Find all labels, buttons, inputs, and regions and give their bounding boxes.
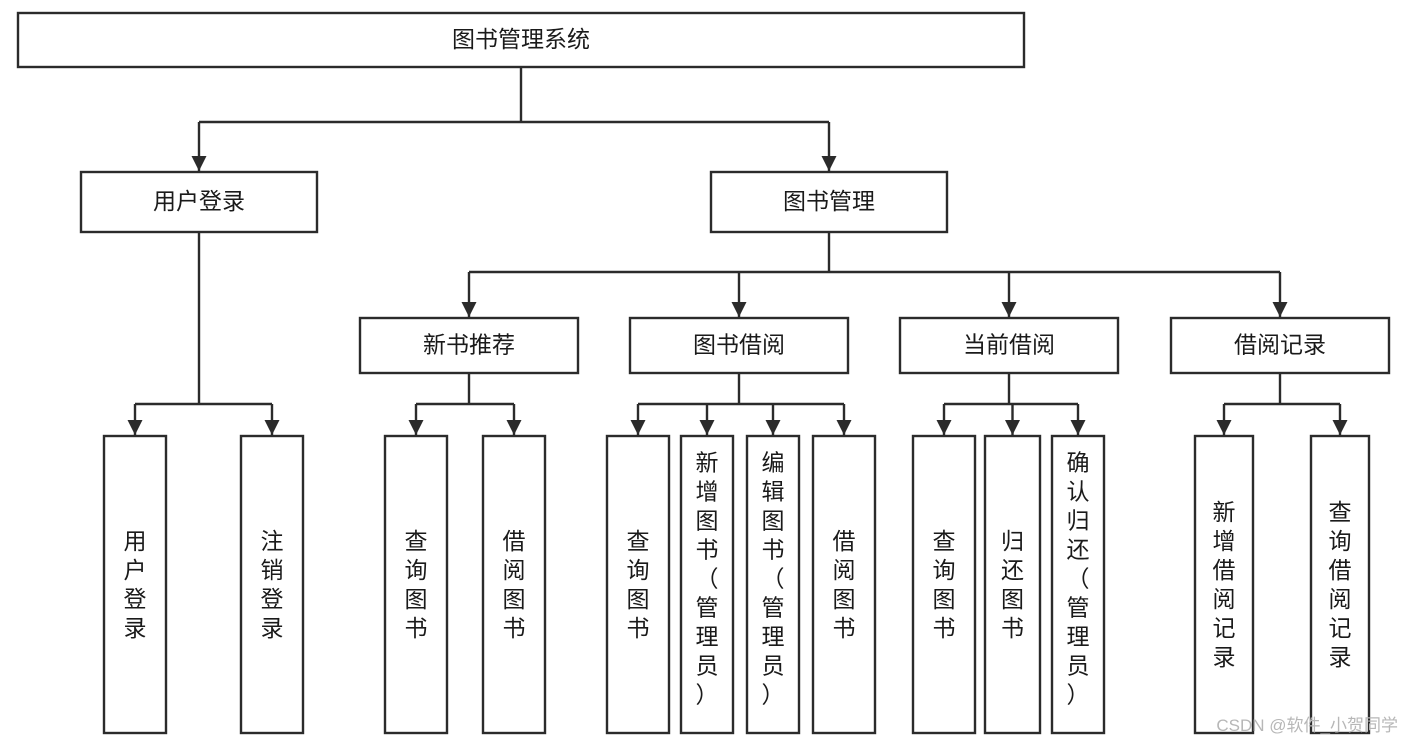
node-label-leaf-query-book-2: 查询图书 [627,528,650,641]
node-leaf-user-login[interactable]: 用户登录 [102,434,168,735]
node-label-book-manage: 图书管理 [783,188,875,214]
node-label-leaf-user-login: 用户登录 [124,528,147,641]
node-label-leaf-add-book-admin: 新增图书（管理员） [696,450,719,708]
node-box-leaf-query-book-3[interactable] [911,434,977,735]
node-label-leaf-edit-book-admin: 编辑图书（管理员） [762,450,785,708]
arrow-head-icon [836,420,852,435]
arrow-head-icon [1070,420,1086,435]
node-user-login[interactable]: 用户登录 [79,170,319,234]
node-box-leaf-query-book-1[interactable] [383,434,449,735]
node-label-leaf-query-borrow-record: 查询借阅记录 [1329,499,1352,670]
arrow-head-icon [699,420,715,435]
node-label-book-borrow: 图书借阅 [693,332,785,358]
node-label-new-book-rec: 新书推荐 [423,332,515,358]
arrow-head-icon [1005,420,1020,435]
node-leaf-borrow-book-2[interactable]: 借阅图书 [811,434,877,735]
arrow-head-icon [731,302,747,317]
node-label-leaf-query-book-3: 查询图书 [933,528,956,641]
node-leaf-borrow-book-1[interactable]: 借阅图书 [481,434,547,735]
node-leaf-add-book-admin[interactable]: 新增图书（管理员） [679,434,735,735]
node-borrow-record[interactable]: 借阅记录 [1169,316,1391,375]
arrow-head-icon [127,420,143,435]
arrow-head-icon [1216,420,1232,435]
node-box-leaf-confirm-return-admin[interactable] [1050,434,1106,735]
arrow-head-icon [191,156,207,171]
arrow-head-icon [506,420,522,435]
node-box-leaf-user-login[interactable] [102,434,168,735]
node-leaf-query-book-2[interactable]: 查询图书 [605,434,671,735]
node-leaf-query-book-3[interactable]: 查询图书 [911,434,977,735]
node-box-leaf-return-book[interactable] [983,434,1042,735]
node-box-leaf-add-book-admin[interactable] [679,434,735,735]
node-box-leaf-borrow-book-2[interactable] [811,434,877,735]
csdn-watermark: CSDN @软件_小贺同学 [1216,716,1398,735]
node-label-leaf-borrow-book-2: 借阅图书 [833,528,856,641]
node-box-leaf-query-book-2[interactable] [605,434,671,735]
node-label-leaf-return-book: 归还图书 [1001,528,1024,641]
node-leaf-confirm-return-admin[interactable]: 确认归还（管理员） [1050,434,1106,735]
node-leaf-logout[interactable]: 注销登录 [239,434,305,735]
node-label-current-borrow: 当前借阅 [963,332,1055,358]
node-book-manage[interactable]: 图书管理 [709,170,949,234]
node-box-leaf-borrow-book-1[interactable] [481,434,547,735]
arrow-head-icon [765,420,781,435]
connector-lines [127,67,1348,435]
node-label-user-login: 用户登录 [153,188,245,214]
node-label-leaf-add-borrow-record: 新增借阅记录 [1213,499,1236,670]
node-box-book-borrow[interactable] [628,316,850,375]
node-label-leaf-query-book-1: 查询图书 [405,528,428,641]
node-box-root[interactable] [16,11,1026,69]
node-box-new-book-rec[interactable] [358,316,580,375]
node-box-leaf-query-borrow-record[interactable] [1309,434,1371,735]
node-box-book-manage[interactable] [709,170,949,234]
arrow-head-icon [461,302,477,317]
arrow-head-icon [821,156,837,171]
node-label-leaf-confirm-return-admin: 确认归还（管理员） [1067,450,1090,708]
node-label-leaf-logout: 注销登录 [261,528,284,641]
node-box-borrow-record[interactable] [1169,316,1391,375]
arrow-head-icon [630,420,646,435]
node-leaf-return-book[interactable]: 归还图书 [983,434,1042,735]
node-label-root: 图书管理系统 [452,26,590,52]
arrow-head-icon [408,420,424,435]
node-label-borrow-record: 借阅记录 [1234,332,1326,358]
node-boxes: 图书管理系统用户登录图书管理新书推荐图书借阅当前借阅借阅记录用户登录注销登录查询… [16,11,1391,735]
node-label-leaf-borrow-book-1: 借阅图书 [503,528,526,641]
node-box-leaf-logout[interactable] [239,434,305,735]
node-leaf-query-borrow-record[interactable]: 查询借阅记录 [1309,434,1371,735]
node-book-borrow[interactable]: 图书借阅 [628,316,850,375]
node-leaf-add-borrow-record[interactable]: 新增借阅记录 [1193,434,1255,735]
node-leaf-edit-book-admin[interactable]: 编辑图书（管理员） [745,434,801,735]
arrow-head-icon [264,420,280,435]
arrow-head-icon [1272,302,1288,317]
arrow-head-icon [1001,302,1017,317]
node-box-leaf-add-borrow-record[interactable] [1193,434,1255,735]
node-root[interactable]: 图书管理系统 [16,11,1026,69]
node-box-leaf-edit-book-admin[interactable] [745,434,801,735]
node-current-borrow[interactable]: 当前借阅 [898,316,1120,375]
node-new-book-rec[interactable]: 新书推荐 [358,316,580,375]
node-leaf-query-book-1[interactable]: 查询图书 [383,434,449,735]
node-box-current-borrow[interactable] [898,316,1120,375]
arrow-head-icon [1332,420,1348,435]
arrow-head-icon [936,420,952,435]
node-box-user-login[interactable] [79,170,319,234]
